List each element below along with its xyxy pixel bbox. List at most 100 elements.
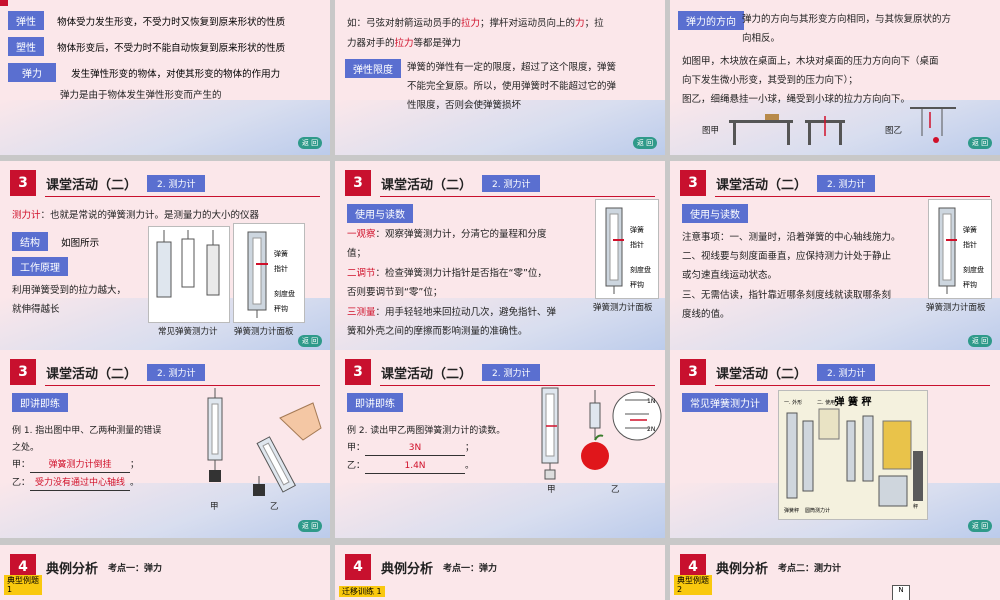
direction-tag: 弹力的方向 bbox=[678, 11, 744, 30]
elastic-limit-tag: 弹性限度 bbox=[345, 59, 401, 78]
label-pointer: 指针 bbox=[963, 241, 977, 249]
example-tag: 典型例题 2 bbox=[674, 575, 712, 595]
structure-text: 如图所示 bbox=[61, 238, 100, 249]
figure-yi-caption: 图乙 bbox=[885, 126, 903, 136]
section-title: 课堂活动（二） bbox=[381, 177, 473, 193]
section-title: 课堂活动（二） bbox=[46, 177, 138, 193]
section-title: 课堂活动（二） bbox=[46, 366, 138, 382]
label-scale: 刻度盘 bbox=[274, 290, 295, 298]
slide-elasticity[interactable]: 弹性 物体受力发生形变，不受力时又恢复到原来形状的性质 塑性 物体形变后，不受力… bbox=[0, 0, 330, 155]
return-button[interactable]: 返 回 bbox=[968, 335, 992, 347]
poster-title: 弹 簧 秤 bbox=[834, 397, 872, 408]
section-title: 课堂活动（二） bbox=[716, 177, 808, 193]
header-divider bbox=[45, 385, 320, 386]
return-button[interactable]: 返 回 bbox=[968, 137, 992, 149]
section-number: 3 bbox=[680, 170, 706, 196]
answer-end: 。 bbox=[465, 461, 475, 471]
spring-scales-poster: 弹 簧 秤 一. 外形 二. 使用 弹簧秤 圆筒测力计 秤 bbox=[778, 390, 928, 520]
section-title: 课堂活动（二） bbox=[381, 366, 473, 382]
direction-tag-wrap: 弹力的方向 bbox=[678, 10, 744, 30]
answer-jia: 甲：弹簧测力计倒挂； bbox=[12, 456, 139, 475]
question-line-1: 例 1. 指出图中甲、乙两种测量的错误 bbox=[12, 426, 162, 436]
slide-exercise-1[interactable]: 3 课堂活动（二） 2. 测力计 即讲即练 例 1. 指出图中甲、乙两种测量的错… bbox=[0, 350, 330, 538]
spring-scales-illustration bbox=[786, 408, 923, 507]
text-segment: ：也就是常说的弹簧测力计。是测量力的大小的仪器 bbox=[40, 210, 260, 221]
slide-header: 4 典例分析 考点一：弹力 bbox=[10, 554, 163, 580]
slide-transfer-training-1[interactable]: 4 典例分析 考点一：弹力 迁移训练 1 bbox=[335, 545, 665, 600]
precaution-line-5: 度线的值。 bbox=[682, 309, 730, 320]
plasticity-text: 物体形变后，不受力时不能自动恢复到原来形状的性质 bbox=[57, 43, 286, 54]
slide-header: 3 课堂活动（二） 2. 测力计 bbox=[10, 170, 206, 196]
training-tag: 迁移训练 1 bbox=[339, 586, 385, 597]
poster-caption-usage: 二. 使用 bbox=[817, 400, 836, 406]
return-button[interactable]: 返 回 bbox=[633, 137, 657, 149]
slide-background bbox=[335, 298, 665, 353]
elastic-force-tag: 弹力 bbox=[8, 63, 56, 82]
principle-tag: 工作原理 bbox=[12, 257, 68, 276]
section-subtitle: 考点二：测力计 bbox=[778, 563, 842, 574]
answer-end: ； bbox=[465, 443, 475, 453]
direction-line-5: 图乙，细绳悬挂一小球，绳受到小球的拉力方向向下。 bbox=[682, 94, 911, 105]
answer-value: 3N bbox=[365, 442, 466, 456]
precaution-line-1: 注意事项：一、测量时，沿着弹簧的中心轴线施力。 bbox=[682, 232, 901, 243]
slide-common-dynamometers[interactable]: 3 课堂活动（二） 2. 测力计 常见弹簧测力计 弹 簧 秤 一. 外形 二. … bbox=[670, 350, 1000, 538]
slide-precautions[interactable]: 3 课堂活动（二） 2. 测力计 使用与读数 注意事项：一、测量时，沿着弹簧的中… bbox=[670, 161, 1000, 353]
answer-label: 甲： bbox=[347, 443, 366, 453]
poster-label-steelyard: 秤 bbox=[913, 504, 919, 510]
header-divider bbox=[45, 196, 320, 197]
practice-tag: 即讲即练 bbox=[12, 393, 68, 412]
slide-header: 3 课堂活动（二） 2. 测力计 bbox=[680, 170, 876, 196]
practice-tag: 即讲即练 bbox=[347, 393, 403, 412]
slide-usage-steps[interactable]: 3 课堂活动（二） 2. 测力计 使用与读数 一观察：观察弹簧测力计，分清它的量… bbox=[335, 161, 665, 353]
return-button[interactable]: 返 回 bbox=[298, 335, 322, 347]
step-text: ：检查弹簧测力计指针是否指在“零”位， bbox=[375, 268, 547, 279]
answer-end: ； bbox=[130, 460, 140, 470]
gauge-label-1n: 1N bbox=[647, 398, 656, 405]
section-subtitle: 考点一：弹力 bbox=[443, 563, 498, 574]
poster-label-scale: 弹簧秤 bbox=[784, 508, 800, 514]
text-segment: ；拉 bbox=[584, 18, 604, 29]
label-scale: 刻度盘 bbox=[963, 266, 984, 274]
common-dynamometers-caption: 常见弹簧测力计 bbox=[158, 327, 218, 337]
label-hook: 秤钩 bbox=[963, 281, 977, 289]
elastic-force-row: 弹力 发生弹性形变的物体，对使其形变的物体的作用力 bbox=[8, 62, 280, 82]
step-label: 一观察 bbox=[347, 229, 376, 240]
elastic-limit-line-2: 不能完全复原。所以，使用弹簧时不能超过它的弹 bbox=[407, 81, 617, 92]
step-label: 二调节 bbox=[347, 268, 376, 279]
header-divider bbox=[380, 385, 655, 386]
dynamometer-panel-caption: 弹簧测力计面板 bbox=[926, 303, 986, 313]
usage-tag: 使用与读数 bbox=[347, 204, 413, 223]
usage-tag-wrap: 使用与读数 bbox=[347, 203, 413, 223]
return-button[interactable]: 返 回 bbox=[968, 520, 992, 532]
slide-background bbox=[0, 483, 330, 538]
precaution-line-2: 二、视线要与刻度面垂直，应保持测力计处于静止 bbox=[682, 251, 892, 262]
slide-background bbox=[335, 483, 665, 538]
elastic-limit-line-3: 性限度，否则会使弹簧损坏 bbox=[407, 100, 522, 111]
slide-dynamometer-intro[interactable]: 3 课堂活动（二） 2. 测力计 测力计：也就是常说的弹簧测力计。是测量力的大小… bbox=[0, 161, 330, 353]
text-segment: 如：弓弦对射箭运动员手的 bbox=[347, 18, 462, 29]
slide-elastic-limit[interactable]: 如：弓弦对射箭运动员手的拉力；撑杆对运动员向上的力；拉 力器对手的拉力等都是弹力… bbox=[335, 0, 665, 155]
step-observe-2: 值； bbox=[347, 248, 367, 259]
slide-example-analysis-1[interactable]: 4 典例分析 考点一：弹力 典型例题 1 bbox=[0, 545, 330, 600]
return-button[interactable]: 返 回 bbox=[298, 520, 322, 532]
slide-exercise-2[interactable]: 3 课堂活动（二） 2. 测力计 即讲即练 例 2. 读出甲乙两图弹簧测力计的读… bbox=[335, 350, 665, 538]
slide-header: 3 课堂活动（二） 2. 测力计 bbox=[10, 359, 206, 385]
section-subtitle: 2. 测力计 bbox=[817, 174, 876, 192]
label-pointer: 指针 bbox=[274, 265, 288, 273]
principle-line-2: 就伸得越长 bbox=[12, 304, 60, 315]
section-title: 课堂活动（二） bbox=[716, 366, 808, 382]
return-button[interactable]: 返 回 bbox=[298, 137, 322, 149]
dynamometer-panel-image: 弹簧 指针 刻度盘 秤钩 bbox=[928, 199, 992, 299]
common-tag-wrap: 常见弹簧测力计 bbox=[682, 392, 768, 412]
answer-end: 。 bbox=[130, 478, 140, 488]
slide-header: 3 课堂活动（二） 2. 测力计 bbox=[680, 359, 876, 385]
slide-force-direction[interactable]: 弹力的方向 弹力的方向与其形变方向相同，与其恢复原状的方 向相反。 如图甲，木块… bbox=[670, 0, 1000, 155]
text-highlight: 测力计 bbox=[12, 210, 41, 221]
practice-tag-wrap: 即讲即练 bbox=[12, 392, 68, 412]
elasticity-row: 弹性 物体受力发生形变，不受力时又恢复到原来形状的性质 bbox=[8, 10, 285, 30]
section-subtitle: 考点一：弹力 bbox=[108, 563, 163, 574]
section-number: 3 bbox=[680, 359, 706, 385]
label-spring: 弹簧 bbox=[963, 226, 977, 234]
figure-jia-caption: 甲 bbox=[547, 485, 556, 495]
slide-example-analysis-2[interactable]: 4 典例分析 考点二：测力计 典型例题 2 N bbox=[670, 545, 1000, 600]
